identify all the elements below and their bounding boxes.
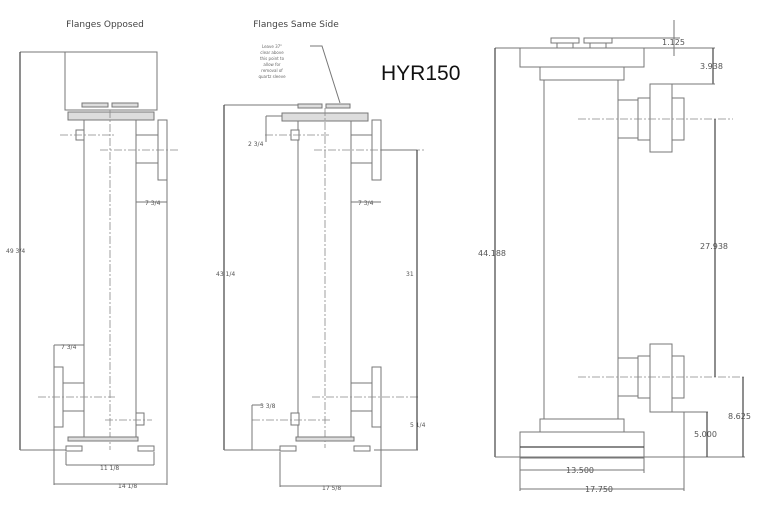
- svg-text:clear above: clear above: [260, 50, 284, 55]
- svg-text:17 5/8: 17 5/8: [322, 485, 341, 492]
- svg-text:8.625: 8.625: [728, 412, 751, 421]
- view-flanges-same-side: Flanges Same Side Leave 37" clear above …: [216, 20, 426, 492]
- svg-text:1.125: 1.125: [662, 38, 685, 47]
- svg-text:2 3/4: 2 3/4: [248, 141, 264, 148]
- svg-text:43 1/4: 43 1/4: [216, 271, 235, 278]
- svg-text:7 3/4: 7 3/4: [61, 344, 77, 351]
- lamp-housing: [64, 51, 158, 111]
- svg-text:27.938: 27.938: [700, 242, 728, 251]
- top-plate: [67, 111, 155, 121]
- svg-text:3.938: 3.938: [700, 62, 723, 71]
- view-flanges-opposed: Flanges Opposed 49 3/4: [6, 20, 180, 490]
- base: [519, 431, 645, 459]
- outlet-flange: [649, 83, 673, 153]
- svg-text:11 1/8: 11 1/8: [100, 465, 119, 472]
- svg-text:31: 31: [406, 271, 414, 278]
- svg-text:5.000: 5.000: [694, 430, 717, 439]
- svg-text:14 1/8: 14 1/8: [118, 483, 137, 490]
- view-title: Flanges Opposed: [66, 20, 144, 30]
- model-label: HYR150: [381, 62, 460, 85]
- svg-text:3 3/8: 3 3/8: [260, 403, 276, 410]
- svg-text:7 3/4: 7 3/4: [145, 200, 161, 207]
- svg-text:49 3/4: 49 3/4: [6, 248, 25, 255]
- svg-text:5 1/4: 5 1/4: [410, 422, 426, 429]
- svg-text:44.188: 44.188: [478, 249, 506, 258]
- inlet-flange: [649, 343, 673, 413]
- top-cap: [519, 47, 645, 68]
- svg-text:this point to: this point to: [260, 56, 285, 61]
- view-dimensional: 44.188 1.125 3.938 27.938 5.000 8.625 13…: [478, 20, 751, 494]
- svg-text:allow for: allow for: [263, 62, 281, 67]
- clearance-note: Leave 37": [262, 44, 282, 49]
- svg-text:quartz sleeve: quartz sleeve: [258, 74, 286, 79]
- svg-text:removal of: removal of: [261, 68, 283, 73]
- svg-text:7 3/4: 7 3/4: [358, 200, 374, 207]
- svg-text:13.500: 13.500: [566, 466, 594, 475]
- view-title: Flanges Same Side: [253, 20, 339, 30]
- svg-text:17.750: 17.750: [585, 485, 613, 494]
